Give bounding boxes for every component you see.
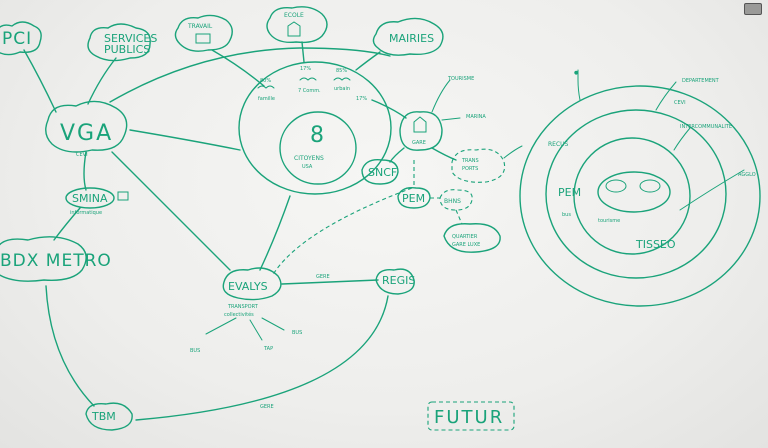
- concentric-diagram: DEPARTEMENT CEVI INTERCOMMUNALITE AGGLO …: [519, 69, 761, 307]
- tbm-label: TBM: [91, 410, 116, 423]
- intercom-label: INTERCOMMUNALITE: [680, 124, 732, 130]
- evalys-node: EVALYS TRANSPORT collectivités: [222, 267, 282, 318]
- citoyens-group: 8 CITOYENS USA 80% famille 17% 7 Comm. 8…: [238, 61, 392, 195]
- smina-sub: informatique: [70, 210, 102, 216]
- vga-sub: CEVI: [76, 152, 88, 158]
- pem-right-label: PEM: [558, 186, 581, 199]
- svg-text:tourisme: tourisme: [598, 218, 620, 224]
- evalys-sub: TRANSPORT: [227, 304, 259, 310]
- departement-label: DEPARTEMENT: [682, 78, 720, 84]
- connectors: GERE GERE MARINA: [23, 41, 523, 421]
- cevi-right: CEVI: [674, 100, 686, 106]
- svg-text:7 Comm.: 7 Comm.: [298, 88, 321, 94]
- ecole-node: ECOLE: [266, 6, 328, 44]
- evalys-label: EVALYS: [228, 280, 268, 293]
- pci-node: PCI: [0, 21, 42, 56]
- svg-text:●: ●: [574, 70, 579, 76]
- vga-label: VGA: [60, 121, 113, 146]
- travail-label: TRAVAIL: [187, 23, 213, 30]
- smina-node: SMINA informatique: [65, 187, 129, 216]
- svg-text:urbain: urbain: [334, 86, 350, 92]
- futur-label: FUTUR: [434, 407, 504, 428]
- transports-node: TRANS PORTS: [451, 148, 506, 183]
- svg-text:17%: 17%: [300, 66, 311, 72]
- services-label-2: PUBLICS: [104, 43, 150, 56]
- services-publics-node: SERVICES PUBLICS: [87, 23, 157, 62]
- smina-label: SMINA: [72, 192, 108, 205]
- gare-luxe-label: GARE LUXE: [452, 242, 480, 248]
- pem-node: PEM: [397, 186, 431, 209]
- svg-text:80%: 80%: [260, 78, 271, 84]
- quartier-label: QUARTIER: [452, 234, 478, 240]
- travail-node: TRAVAIL: [174, 14, 233, 52]
- pem-label: PEM: [402, 192, 425, 205]
- services-label-1: SERVICES: [104, 32, 157, 45]
- bus-label: BUS: [292, 330, 302, 336]
- svg-text:BUS: BUS: [190, 348, 200, 354]
- svg-text:17%: 17%: [356, 96, 367, 102]
- svg-text:MARINA: MARINA: [466, 114, 486, 120]
- evalys-sub2: collectivités: [224, 311, 254, 318]
- bhns-node: BHNS: [439, 189, 473, 211]
- agglo-label: AGGLO: [738, 172, 756, 178]
- regis-label: REGIS: [382, 274, 415, 287]
- futur-node: FUTUR: [427, 401, 515, 431]
- edge-gere-2: GERE: [260, 404, 274, 410]
- vga-node: VGA CEVI: [45, 100, 128, 158]
- transports-label-1: TRANS: [461, 158, 479, 164]
- ecole-label: ECOLE: [284, 12, 304, 19]
- svg-text:85%: 85%: [336, 68, 347, 74]
- quartier-node: QUARTIER GARE LUXE: [443, 223, 501, 253]
- svg-text:famille: famille: [258, 96, 275, 102]
- bdx-metro-node: BDX METRO: [0, 236, 112, 282]
- gare-label: GARE: [412, 140, 426, 146]
- tbm-node: TBM: [85, 402, 133, 431]
- tisseo-label: TISSEO: [635, 238, 676, 251]
- pci-label: PCI: [2, 29, 32, 49]
- tourisme-label: TOURISME: [447, 76, 474, 82]
- citoyens-label: CITOYENS: [294, 155, 324, 162]
- edge-gere-1: GERE: [316, 274, 330, 280]
- recus-label: RECUS: [548, 141, 569, 148]
- transports-label-2: PORTS: [462, 166, 478, 172]
- sncf-node: SNCF: [361, 159, 399, 185]
- regis-node: REGIS: [375, 268, 415, 295]
- gare-node: GARE: [399, 111, 443, 151]
- svg-text:bus: bus: [562, 212, 571, 218]
- corner-widget: [744, 3, 762, 15]
- mairies-node: MAIRIES: [372, 17, 444, 56]
- citoyens-sub: USA: [302, 164, 313, 170]
- citoyens-icon: 8: [310, 123, 324, 148]
- bdx-metro-label: BDX METRO: [0, 251, 112, 271]
- tap-label: TAP: [263, 346, 273, 352]
- bhns-label: BHNS: [444, 198, 461, 205]
- mairies-label: MAIRIES: [389, 32, 434, 45]
- sncf-label: SNCF: [368, 166, 397, 179]
